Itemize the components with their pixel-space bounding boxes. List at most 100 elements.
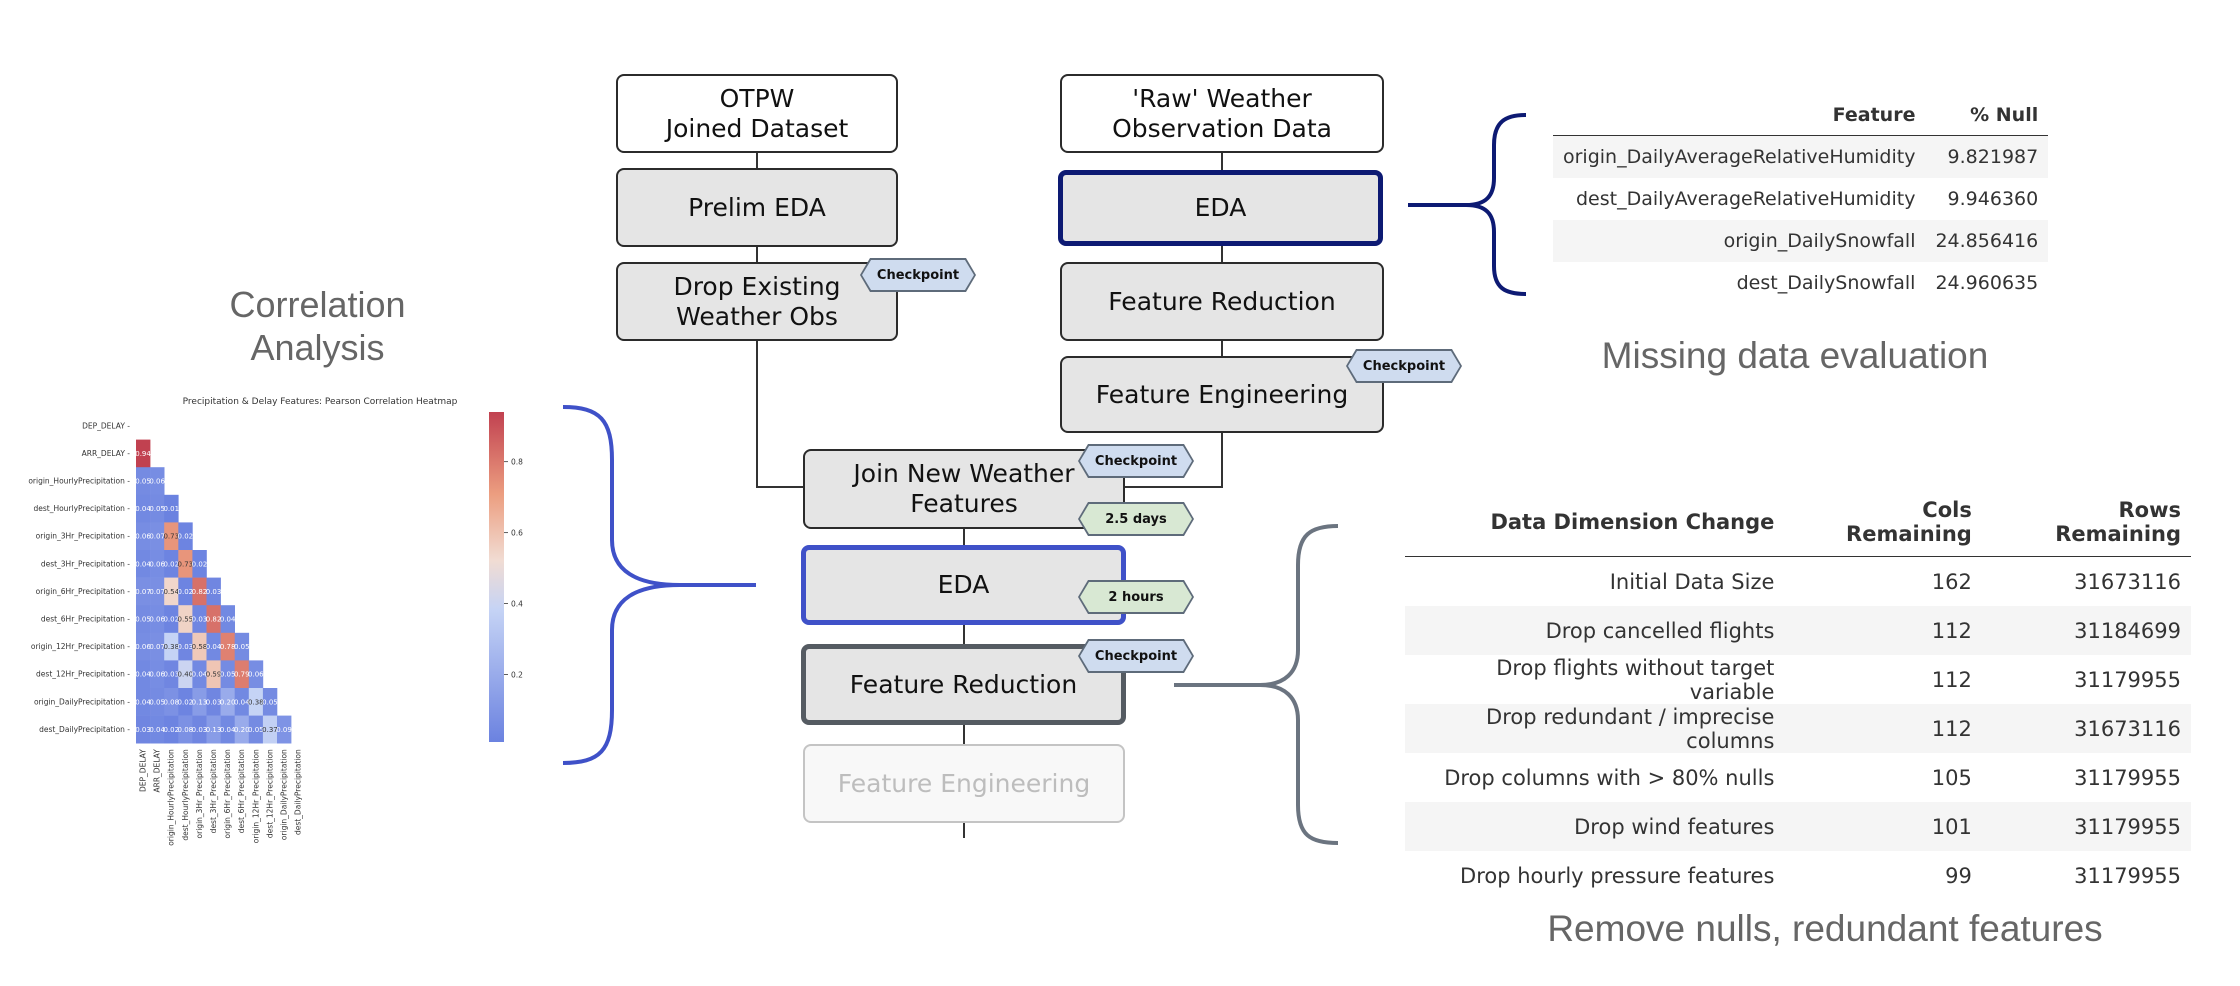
table-cell: Drop flights without target variable: [1496, 655, 1775, 704]
table-row: origin_DailySnowfall 24.856416: [1553, 220, 2049, 262]
heatmap-cell: [178, 577, 193, 606]
heatmap-value-label: 0.05: [248, 726, 264, 734]
heatmap-x-tick-label: DEP_DELAY: [139, 749, 148, 792]
heatmap-value-label: 0.58: [192, 643, 208, 651]
checkpoint-tag-label: Checkpoint: [1348, 351, 1460, 381]
heatmap-cell: [206, 660, 221, 689]
weather-feature-engineering-box: Feature Engineering: [1060, 356, 1384, 433]
heatmap-y-tick-label: ARR_DELAY -: [82, 449, 131, 458]
table-cell: 105: [1931, 765, 1972, 790]
heatmap-cell: [262, 715, 278, 744]
heatmap-cell: [234, 715, 250, 744]
heatmap-value-label: 0.05: [220, 671, 236, 679]
heatmap-cell: [220, 715, 235, 744]
heatmap-value-label: 0.04: [135, 560, 151, 568]
table-cell: Drop columns with > 80% nulls: [1444, 765, 1775, 790]
time-tag-join: 2.5 days: [1078, 502, 1194, 536]
missing-data-brace: [1408, 113, 1527, 296]
heatmap-cell: [164, 688, 179, 716]
heatmap-value-label: 0.82: [192, 588, 208, 596]
heatmap-cell: [136, 494, 151, 523]
heatmap-cell: [206, 688, 221, 716]
heatmap-y-tick-label: DEP_DELAY -: [82, 421, 130, 430]
heatmap-cell: [277, 715, 292, 744]
table-cell: Drop hourly pressure features: [1460, 863, 1775, 888]
heatmap-value-label: 0.07: [135, 588, 151, 596]
table-cell: 112: [1784, 606, 1982, 655]
heatmap-value-label: 0.04: [135, 505, 151, 513]
joined-eda-box: EDA: [801, 545, 1126, 625]
table-cell: Initial Data Size: [1609, 569, 1775, 594]
time-tag-eda: 2 hours: [1078, 580, 1194, 614]
heatmap-title: Precipitation & Delay Features: Pearson …: [183, 397, 458, 407]
heatmap-cell: [206, 715, 221, 744]
table-cell: 31179955: [2074, 863, 2181, 888]
heatmap-cell: [178, 688, 193, 716]
heatmap-cell: [150, 550, 165, 578]
heatmap-value-label: 0.13: [206, 726, 222, 734]
heatmap-value-label: 0.02: [163, 616, 179, 624]
table-cell: dest_DailySnowfall: [1736, 272, 1916, 294]
checkpoint-tag-label: Checkpoint: [1080, 446, 1192, 476]
heatmap-value-label: 0.05: [135, 616, 151, 624]
table-cell: 99: [1945, 863, 1972, 888]
raw-weather-box: 'Raw' Weather Observation Data: [1060, 74, 1384, 153]
heatmap-cell: [164, 660, 179, 689]
heatmap-cell: [150, 632, 165, 661]
table-row: Drop columns with > 80% nulls 105 311799…: [1405, 753, 2191, 802]
heatmap-cell: [136, 550, 151, 578]
heatmap-y-tick-label: origin_DailyPrecipitation -: [34, 697, 130, 706]
table-cell: origin_DailySnowfall: [1553, 220, 1926, 262]
heatmap-y-tick-label: origin_3Hr_Precipitation -: [36, 532, 131, 541]
colorbar-tick-label: 0.8: [511, 458, 523, 467]
heatmap-value-label: 0.82: [206, 616, 222, 624]
heatmap-cell: [220, 632, 235, 661]
heatmap-x-tick-label: origin_3Hr_Precipitation: [195, 749, 204, 838]
heatmap-value-label: 0.94: [135, 450, 151, 458]
table-cell: origin_DailyAverageRelativeHumidity: [1553, 135, 1926, 178]
heatmap-cell: [178, 522, 193, 551]
heatmap-cell: [164, 605, 179, 634]
heatmap-cell: [150, 494, 165, 523]
heatmap-value-label: 0.04: [149, 726, 165, 734]
heatmap-cell: [220, 605, 235, 634]
heatmap-cell: [248, 660, 264, 689]
heatmap-cell: [150, 715, 165, 744]
table-row: Drop hourly pressure features 99 3117995…: [1405, 851, 2191, 900]
checkpoint-tag-label: Checkpoint: [862, 260, 974, 290]
heatmap-value-label: 0.02: [178, 533, 194, 541]
heatmap-value-label: 0.03: [192, 726, 208, 734]
table-cell: 9.821987: [1925, 135, 2049, 178]
heatmap-cell: [164, 550, 179, 578]
heatmap-value-label: 0.06: [248, 671, 264, 679]
heatmap-cell: [192, 577, 207, 606]
heatmap-cell: [164, 577, 179, 606]
column-header: Cols Remaining: [1784, 490, 1982, 557]
table-cell: 24.960635: [1935, 272, 2039, 294]
heatmap-value-label: 0.03: [206, 588, 222, 596]
heatmap-cell: [136, 660, 151, 689]
weather-eda-box: EDA: [1058, 170, 1383, 246]
table-row: Drop cancelled flights 112 31184699: [1405, 606, 2191, 655]
heatmap-value-label: 0.03: [178, 643, 194, 651]
heatmap-y-tick-label: dest_HourlyPrecipitation -: [33, 504, 130, 513]
heatmap-value-label: 0.78: [220, 643, 236, 651]
heatmap-cell: [178, 632, 193, 661]
heatmap-y-tick-label: dest_DailyPrecipitation -: [39, 725, 130, 734]
correlation-title: Correlation Analysis: [229, 284, 406, 368]
table-cell: 101: [1784, 802, 1982, 851]
heatmap-cell: [150, 522, 165, 551]
colorbar-tick-label: 0.4: [511, 600, 523, 609]
heatmap-value-label: 0.05: [262, 698, 278, 706]
heatmap-value-label: 0.40: [178, 671, 194, 679]
heatmap-value-label: 0.20: [234, 726, 250, 734]
heatmap-value-label: 0.04: [135, 698, 151, 706]
heatmap-value-label: 0.05: [149, 505, 165, 513]
heatmap-cell: [164, 632, 179, 661]
heatmap-value-label: 0.09: [276, 726, 292, 734]
heatmap-cell: [178, 660, 193, 689]
dimension-brace: [1174, 524, 1339, 845]
heatmap-value-label: 0.03: [192, 616, 208, 624]
table-cell: 162: [1931, 569, 1972, 594]
heatmap-value-label: 0.06: [149, 478, 165, 486]
